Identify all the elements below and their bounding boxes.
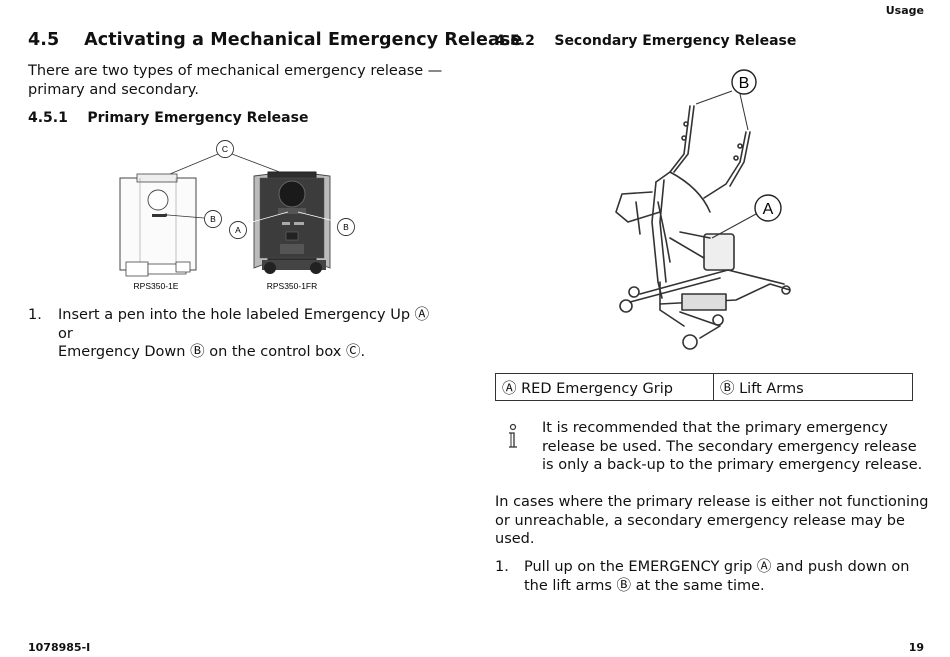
- legend-cell-a: Ⓐ RED Emergency Grip: [495, 373, 714, 401]
- callout-a-lift-label: A: [763, 201, 774, 218]
- callout-c-label: C: [222, 144, 228, 154]
- caption-rps350-1e: RPS350-1E: [134, 281, 179, 291]
- intro-paragraph: There are two types of mechanical emerge…: [28, 62, 442, 99]
- secondary-step-1: 1. Pull up on the EMERGENCY grip Ⓐ and p…: [495, 558, 915, 595]
- callout-c: C: [216, 140, 234, 158]
- paragraph-line: or unreachable, a secondary emergency re…: [495, 512, 905, 529]
- control-box-figure: C B A B RPS350-1E RPS350-1FR: [119, 140, 355, 291]
- paragraph-line: used.: [495, 531, 535, 547]
- info-icon: [505, 423, 535, 453]
- callout-a: A: [229, 221, 247, 239]
- callout-a-label: A: [235, 225, 241, 235]
- page-number: 19: [908, 641, 924, 654]
- running-header: Usage: [885, 4, 924, 17]
- figure-legend-table: Ⓐ RED Emergency Grip Ⓑ Lift Arms: [495, 373, 913, 401]
- paragraph-line: In cases where the primary release is ei…: [495, 494, 929, 510]
- step-line: the lift arms Ⓑ at the same time.: [524, 577, 765, 594]
- step-number: 1.: [28, 307, 42, 323]
- note-text: It is recommended that the primary emerg…: [542, 419, 922, 475]
- step-line: Emergency Down Ⓑ on the control box Ⓒ.: [58, 344, 366, 360]
- callout-b-left-label: B: [210, 214, 216, 224]
- step-line: Insert a pen into the hole labeled Emerg…: [58, 307, 430, 342]
- callout-b-lift-label: B: [739, 75, 750, 92]
- callout-b-right-label: B: [343, 222, 349, 232]
- patient-lift-figure: B A: [615, 69, 791, 350]
- legend-row: Ⓐ RED Emergency Grip Ⓑ Lift Arms: [495, 373, 913, 401]
- note-line: release be used. The secondary emergency…: [542, 438, 917, 455]
- callout-b-right: B: [337, 218, 355, 236]
- step-number: 1.: [495, 559, 509, 575]
- callout-b-left: B: [204, 210, 222, 228]
- note-line: It is recommended that the primary emerg…: [542, 420, 888, 436]
- note-line: is only a back-up to the primary emergen…: [542, 457, 923, 473]
- subsection-title-primary: 4.5.1 Primary Emergency Release: [28, 110, 309, 126]
- caption-rps350-1fr: RPS350-1FR: [267, 281, 318, 291]
- section-title: 4.5 Activating a Mechanical Emergency Re…: [28, 30, 523, 50]
- subsection-title-secondary: 4.5.2 Secondary Emergency Release: [495, 33, 797, 49]
- intro-line: primary and secondary.: [28, 81, 199, 98]
- callout-b-lift: B: [731, 69, 757, 95]
- secondary-paragraph: In cases where the primary release is ei…: [495, 493, 928, 549]
- document-number: 1078985-I: [28, 641, 91, 654]
- primary-step-1: 1. Insert a pen into the hole labeled Em…: [28, 306, 448, 362]
- step-line: Pull up on the EMERGENCY grip Ⓐ and push…: [524, 559, 910, 575]
- intro-line: There are two types of mechanical emerge…: [28, 63, 443, 79]
- legend-cell-b: Ⓑ Lift Arms: [713, 373, 913, 401]
- callout-a-lift: A: [754, 194, 782, 222]
